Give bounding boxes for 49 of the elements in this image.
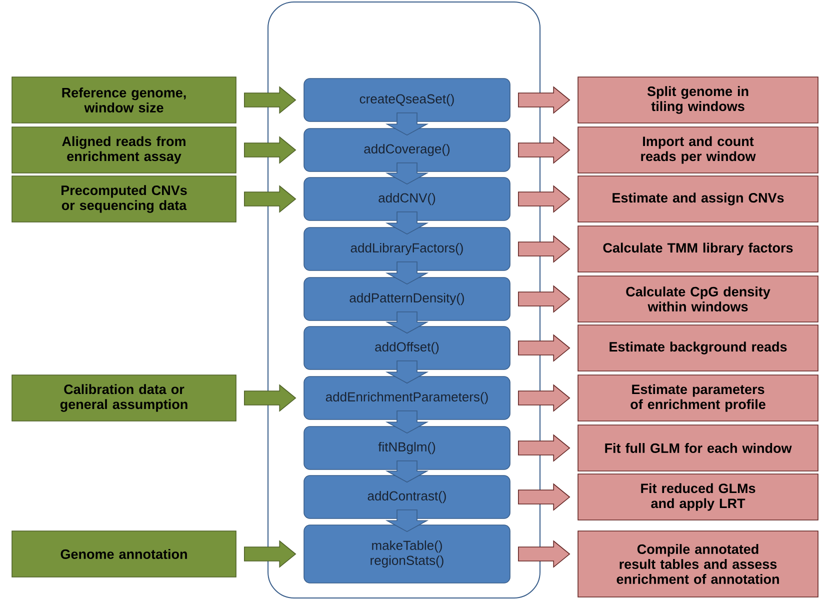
block-arrow	[518, 483, 570, 511]
down-arrow	[385, 410, 429, 434]
block-arrow	[518, 384, 570, 412]
output-box: Calculate TMM library factors	[578, 226, 818, 272]
function-box: makeTable() regionStats()	[304, 524, 510, 584]
block-arrow	[244, 384, 296, 412]
block-arrow	[518, 86, 570, 114]
block-arrow	[244, 185, 296, 213]
down-arrow	[385, 360, 429, 384]
down-arrow	[385, 212, 429, 235]
function-box: addCoverage()	[304, 128, 510, 172]
down-arrow	[385, 262, 429, 285]
output-box: Import and count reads per window	[578, 126, 818, 174]
function-box: addPatternDensity()	[304, 277, 510, 321]
input-box: Precomputed CNVs or sequencing data	[12, 176, 236, 222]
block-arrow	[518, 285, 570, 313]
output-box: Calculate CpG density within windows	[578, 276, 818, 322]
function-box: addLibraryFactors()	[304, 227, 510, 271]
input-box: Reference genome, window size	[12, 76, 236, 124]
down-arrow	[385, 312, 429, 334]
input-box: Aligned reads from enrichment assay	[12, 126, 236, 174]
block-arrow	[244, 86, 296, 114]
function-box: addOffset()	[304, 326, 510, 370]
block-arrow	[518, 185, 570, 213]
down-arrow	[385, 162, 429, 185]
down-arrow	[385, 460, 429, 483]
block-arrow	[518, 334, 570, 362]
block-arrow	[518, 434, 570, 462]
block-arrow	[518, 235, 570, 263]
down-arrow	[385, 112, 429, 136]
down-arrow	[385, 510, 429, 532]
input-box: Calibration data or general assumption	[12, 374, 236, 422]
block-arrow	[518, 540, 570, 568]
output-box: Estimate background reads	[578, 324, 818, 372]
function-box: fitNBglm()	[304, 426, 510, 470]
output-box: Estimate parameters of enrichment profile	[578, 374, 818, 422]
output-box: Fit reduced GLMs and apply LRT	[578, 474, 818, 520]
output-box: Split genome in tiling windows	[578, 76, 818, 124]
function-box: createQseaSet()	[304, 78, 510, 122]
function-box: addCNV()	[304, 177, 510, 221]
output-box: Fit full GLM for each window	[578, 424, 818, 472]
function-box: addContrast()	[304, 475, 510, 519]
function-box: addEnrichmentParameters()	[304, 376, 510, 420]
block-arrow	[244, 136, 296, 164]
block-arrow	[244, 540, 296, 568]
output-box: Estimate and assign CNVs	[578, 176, 818, 222]
input-box: Genome annotation	[12, 530, 236, 578]
output-box: Compile annotated result tables and assess enrichment of annotation	[578, 530, 818, 598]
block-arrow	[518, 136, 570, 164]
